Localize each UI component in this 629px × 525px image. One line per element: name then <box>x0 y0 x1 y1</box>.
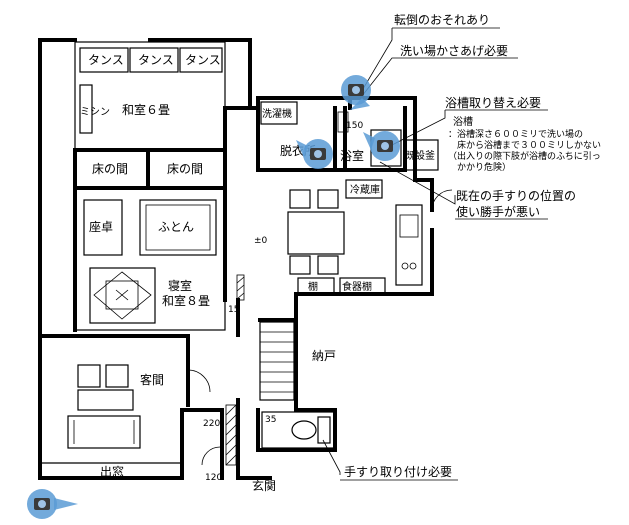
shokkidana-label: 食器棚 <box>342 280 372 293</box>
callout-note-3: （出入りの際下肢が浴槽のふちに引っ <box>448 150 601 162</box>
tokonoma-label-1: 床の間 <box>92 162 128 176</box>
washitsu6-label: 和室６畳 <box>122 102 170 117</box>
futon-label: ふとん <box>158 220 194 234</box>
hatched-railing <box>225 274 245 466</box>
callout-lines <box>322 28 456 475</box>
yokushitsu-label: 浴室 <box>340 148 364 163</box>
tokonoma-label-2: 床の間 <box>167 162 203 176</box>
fridge-label: 冷蔵庫 <box>350 183 380 196</box>
tansu-label-1: タンス <box>88 53 124 67</box>
callout-tesuri-ichi-1: 既在の手すりの位置の <box>456 188 576 203</box>
camera-icon[interactable] <box>341 75 371 110</box>
dim-220-label: 220 <box>203 419 220 429</box>
sofa-set <box>67 364 141 449</box>
mishin-box <box>79 84 93 134</box>
shinshitsu-label-1: 寝室 <box>168 278 192 293</box>
tana-box <box>297 277 335 295</box>
tansu-row: タンス タンス タンス <box>79 47 223 73</box>
callout-araiba: 洗い場かさあげ必要 <box>400 44 508 58</box>
dim-120-label: 120 <box>205 473 222 483</box>
staircase <box>259 321 295 401</box>
callout-yokusou-label: 浴槽 <box>453 115 473 128</box>
outer-walls <box>38 38 434 480</box>
dim-15-label: 15 <box>228 305 239 315</box>
door-arc-kyakuma <box>187 369 211 393</box>
tana-label: 棚 <box>308 280 318 293</box>
door-arc-genkan <box>201 446 221 466</box>
kotatsu <box>89 267 156 324</box>
camera-icon[interactable] <box>296 139 333 169</box>
dim-150-label: 150 <box>346 121 363 131</box>
boiler-label: 既設釜 <box>405 149 435 162</box>
dim-35-label: 35 <box>265 415 276 425</box>
mishin-label: ミシン <box>80 107 110 118</box>
shinshitsu-label-2: 和室８畳 <box>162 293 210 308</box>
room-outlines <box>74 41 226 331</box>
bath-step <box>337 111 349 133</box>
nando-label: 納戸 <box>312 349 336 363</box>
kitchen-counter <box>395 204 423 286</box>
callout-tesuri-toritsuke: 手すり取り付け必要 <box>344 465 452 479</box>
dim-0-label: ±0 <box>254 236 268 246</box>
genkan-label: 玄関 <box>252 478 276 493</box>
zataku-label: 座卓 <box>89 219 113 234</box>
demado-label: 出窓 <box>100 464 124 479</box>
boiler-box <box>403 139 439 171</box>
tansu-label-3: タンス <box>185 53 221 67</box>
callout-tentou: 転倒のおそれあり <box>394 13 490 27</box>
kyakuma-label: 客間 <box>140 372 164 387</box>
futon-box <box>139 199 217 256</box>
callout-note-4: かかり危険） <box>448 161 511 173</box>
fridge-box <box>345 179 383 199</box>
dining-set <box>287 189 345 275</box>
tansu-label-2: タンス <box>138 53 174 67</box>
shokkidana-box <box>339 277 386 295</box>
toilet <box>261 411 335 449</box>
sentakuki-box <box>260 101 298 125</box>
door-arc-kitchen <box>431 189 453 211</box>
camera-icon[interactable] <box>27 489 78 519</box>
callout-note-2: 床から浴槽まで３００ミリしかない <box>448 139 601 151</box>
sentakuki-label: 洗濯機 <box>262 107 292 120</box>
zataku-box <box>83 199 123 256</box>
callout-yokusou-torikae: 浴槽取り替え必要 <box>445 96 541 110</box>
camera-icon[interactable] <box>363 131 400 161</box>
callout-tesuri-ichi-2: 使い勝手が悪い <box>456 204 540 219</box>
callout-note-1: ：浴槽深さ６００ミリで洗い場の <box>448 128 583 140</box>
